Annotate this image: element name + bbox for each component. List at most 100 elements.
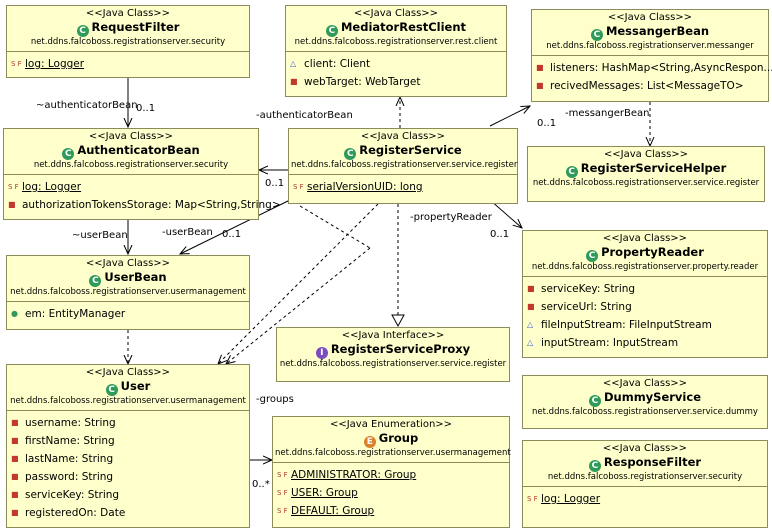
public-visibility-icon: ● <box>11 309 18 318</box>
class-name: RequestFilter <box>91 20 180 34</box>
enum-name: Group <box>378 431 419 445</box>
attribute-row: △inputStream: InputStream <box>527 334 763 352</box>
attribute-row: ■listeners: HashMap<String,AsyncRespon..… <box>536 59 772 77</box>
private-visibility-icon: ■ <box>536 63 544 72</box>
static-final-icon: S F <box>527 495 538 503</box>
stereotype: <<Java Class>> <box>85 258 171 269</box>
private-visibility-icon: ■ <box>527 284 535 293</box>
private-visibility-icon: ■ <box>536 81 544 90</box>
class-icon: C <box>590 29 603 41</box>
class-name: MessangerBean <box>605 24 710 38</box>
association-registerservice-userbean <box>180 199 291 254</box>
package-name: net.ddns.falcoboss.registrationserver.se… <box>30 37 226 47</box>
role-label: -userBean <box>162 227 213 238</box>
package-name: net.ddns.falcoboss.registrationserver.se… <box>532 407 758 417</box>
interface-icon: I <box>315 347 328 359</box>
class-icon: C <box>105 384 118 396</box>
private-visibility-icon: ■ <box>11 454 19 463</box>
private-visibility-icon: ■ <box>527 302 535 311</box>
role-label: ~userBean <box>72 230 128 241</box>
stereotype: <<Java Enumeration>> <box>329 419 453 430</box>
class-name: RegisterService <box>359 143 462 157</box>
attribute-row: △fileInputStream: FileInputStream <box>527 316 763 334</box>
attribute-row: ■password: String <box>11 468 245 486</box>
package-visibility-icon: △ <box>527 320 534 329</box>
class-name: DummyService <box>603 390 701 404</box>
stereotype: <<Java Class>> <box>602 233 688 244</box>
stereotype: <<Java Class>> <box>360 131 446 142</box>
attribute-row: ■lastName: String <box>11 450 245 468</box>
stereotype: <<Java Class>> <box>603 149 689 160</box>
stereotype: <<Java Class>> <box>602 378 688 389</box>
class-icon: C <box>565 166 578 178</box>
attribute-row: ■webTarget: WebTarget <box>290 73 502 91</box>
class-icon: C <box>62 148 75 160</box>
attribute-row: ■authorizationTokensStorage: Map<String,… <box>8 196 281 214</box>
package-name: net.ddns.falcoboss.registrationserver.se… <box>279 359 507 369</box>
class-icon: C <box>586 250 599 262</box>
private-visibility-icon: ■ <box>11 490 19 499</box>
package-name: net.ddns.falcoboss.registrationserver.pr… <box>531 262 759 272</box>
attribute-row: ■username: String <box>11 414 245 432</box>
package-name: net.ddns.falcoboss.registrationserver.se… <box>291 160 518 170</box>
class-icon: C <box>588 460 601 472</box>
multiplicity-label: 0..* <box>252 479 270 490</box>
static-final-icon: S F <box>277 489 288 497</box>
association-registerservice-messanger <box>489 106 530 127</box>
private-visibility-icon: ■ <box>11 418 19 427</box>
stereotype: <<Java Class>> <box>607 12 693 23</box>
stereotype: <<Java Class>> <box>85 8 171 19</box>
role-label: -groups <box>256 394 294 405</box>
association-registerservice-propertyreader <box>489 199 522 228</box>
class-name: ResponseFilter <box>603 455 702 469</box>
package-visibility-icon: △ <box>290 59 297 68</box>
role-label: ~authenticatorBean <box>36 100 138 111</box>
interface-name: RegisterServiceProxy <box>330 342 471 356</box>
static-final-icon: S F <box>8 183 19 191</box>
package-name: net.ddns.falcoboss.registrationserver.se… <box>547 472 743 482</box>
class-icon: C <box>89 275 102 287</box>
multiplicity-label: 0..1 <box>490 229 510 240</box>
role-label: -messangerBean <box>565 108 650 119</box>
attribute-row: ■firstName: String <box>11 432 245 450</box>
private-visibility-icon: ■ <box>11 472 19 481</box>
attribute-row: ■recivedMessages: List<MessageTO> <box>536 77 764 95</box>
class-name: UserBean <box>104 270 167 284</box>
stereotype: <<Java Class>> <box>602 443 688 454</box>
multiplicity-label: 0..1 <box>136 103 156 114</box>
dependency-registerservice-user-1 <box>218 203 379 364</box>
role-label: -authenticatorBean <box>256 110 353 121</box>
private-visibility-icon: ■ <box>8 200 16 209</box>
package-name: net.ddns.falcoboss.registrationserver.us… <box>10 396 246 406</box>
role-label: -propertyReader <box>410 212 492 223</box>
private-visibility-icon: ■ <box>290 77 298 86</box>
class-name: User <box>120 379 151 393</box>
attribute-row: △client: Client <box>290 55 502 73</box>
package-name: net.ddns.falcoboss.registrationserver.us… <box>275 448 511 458</box>
class-name: RegisterServiceHelper <box>580 161 727 175</box>
attribute-row: ■serviceKey: String <box>527 280 763 298</box>
package-name: net.ddns.falcoboss.registrationserver.se… <box>33 160 229 170</box>
attribute-row: ■serviceUrl: String <box>527 298 763 316</box>
stereotype: <<Java Class>> <box>353 8 439 19</box>
